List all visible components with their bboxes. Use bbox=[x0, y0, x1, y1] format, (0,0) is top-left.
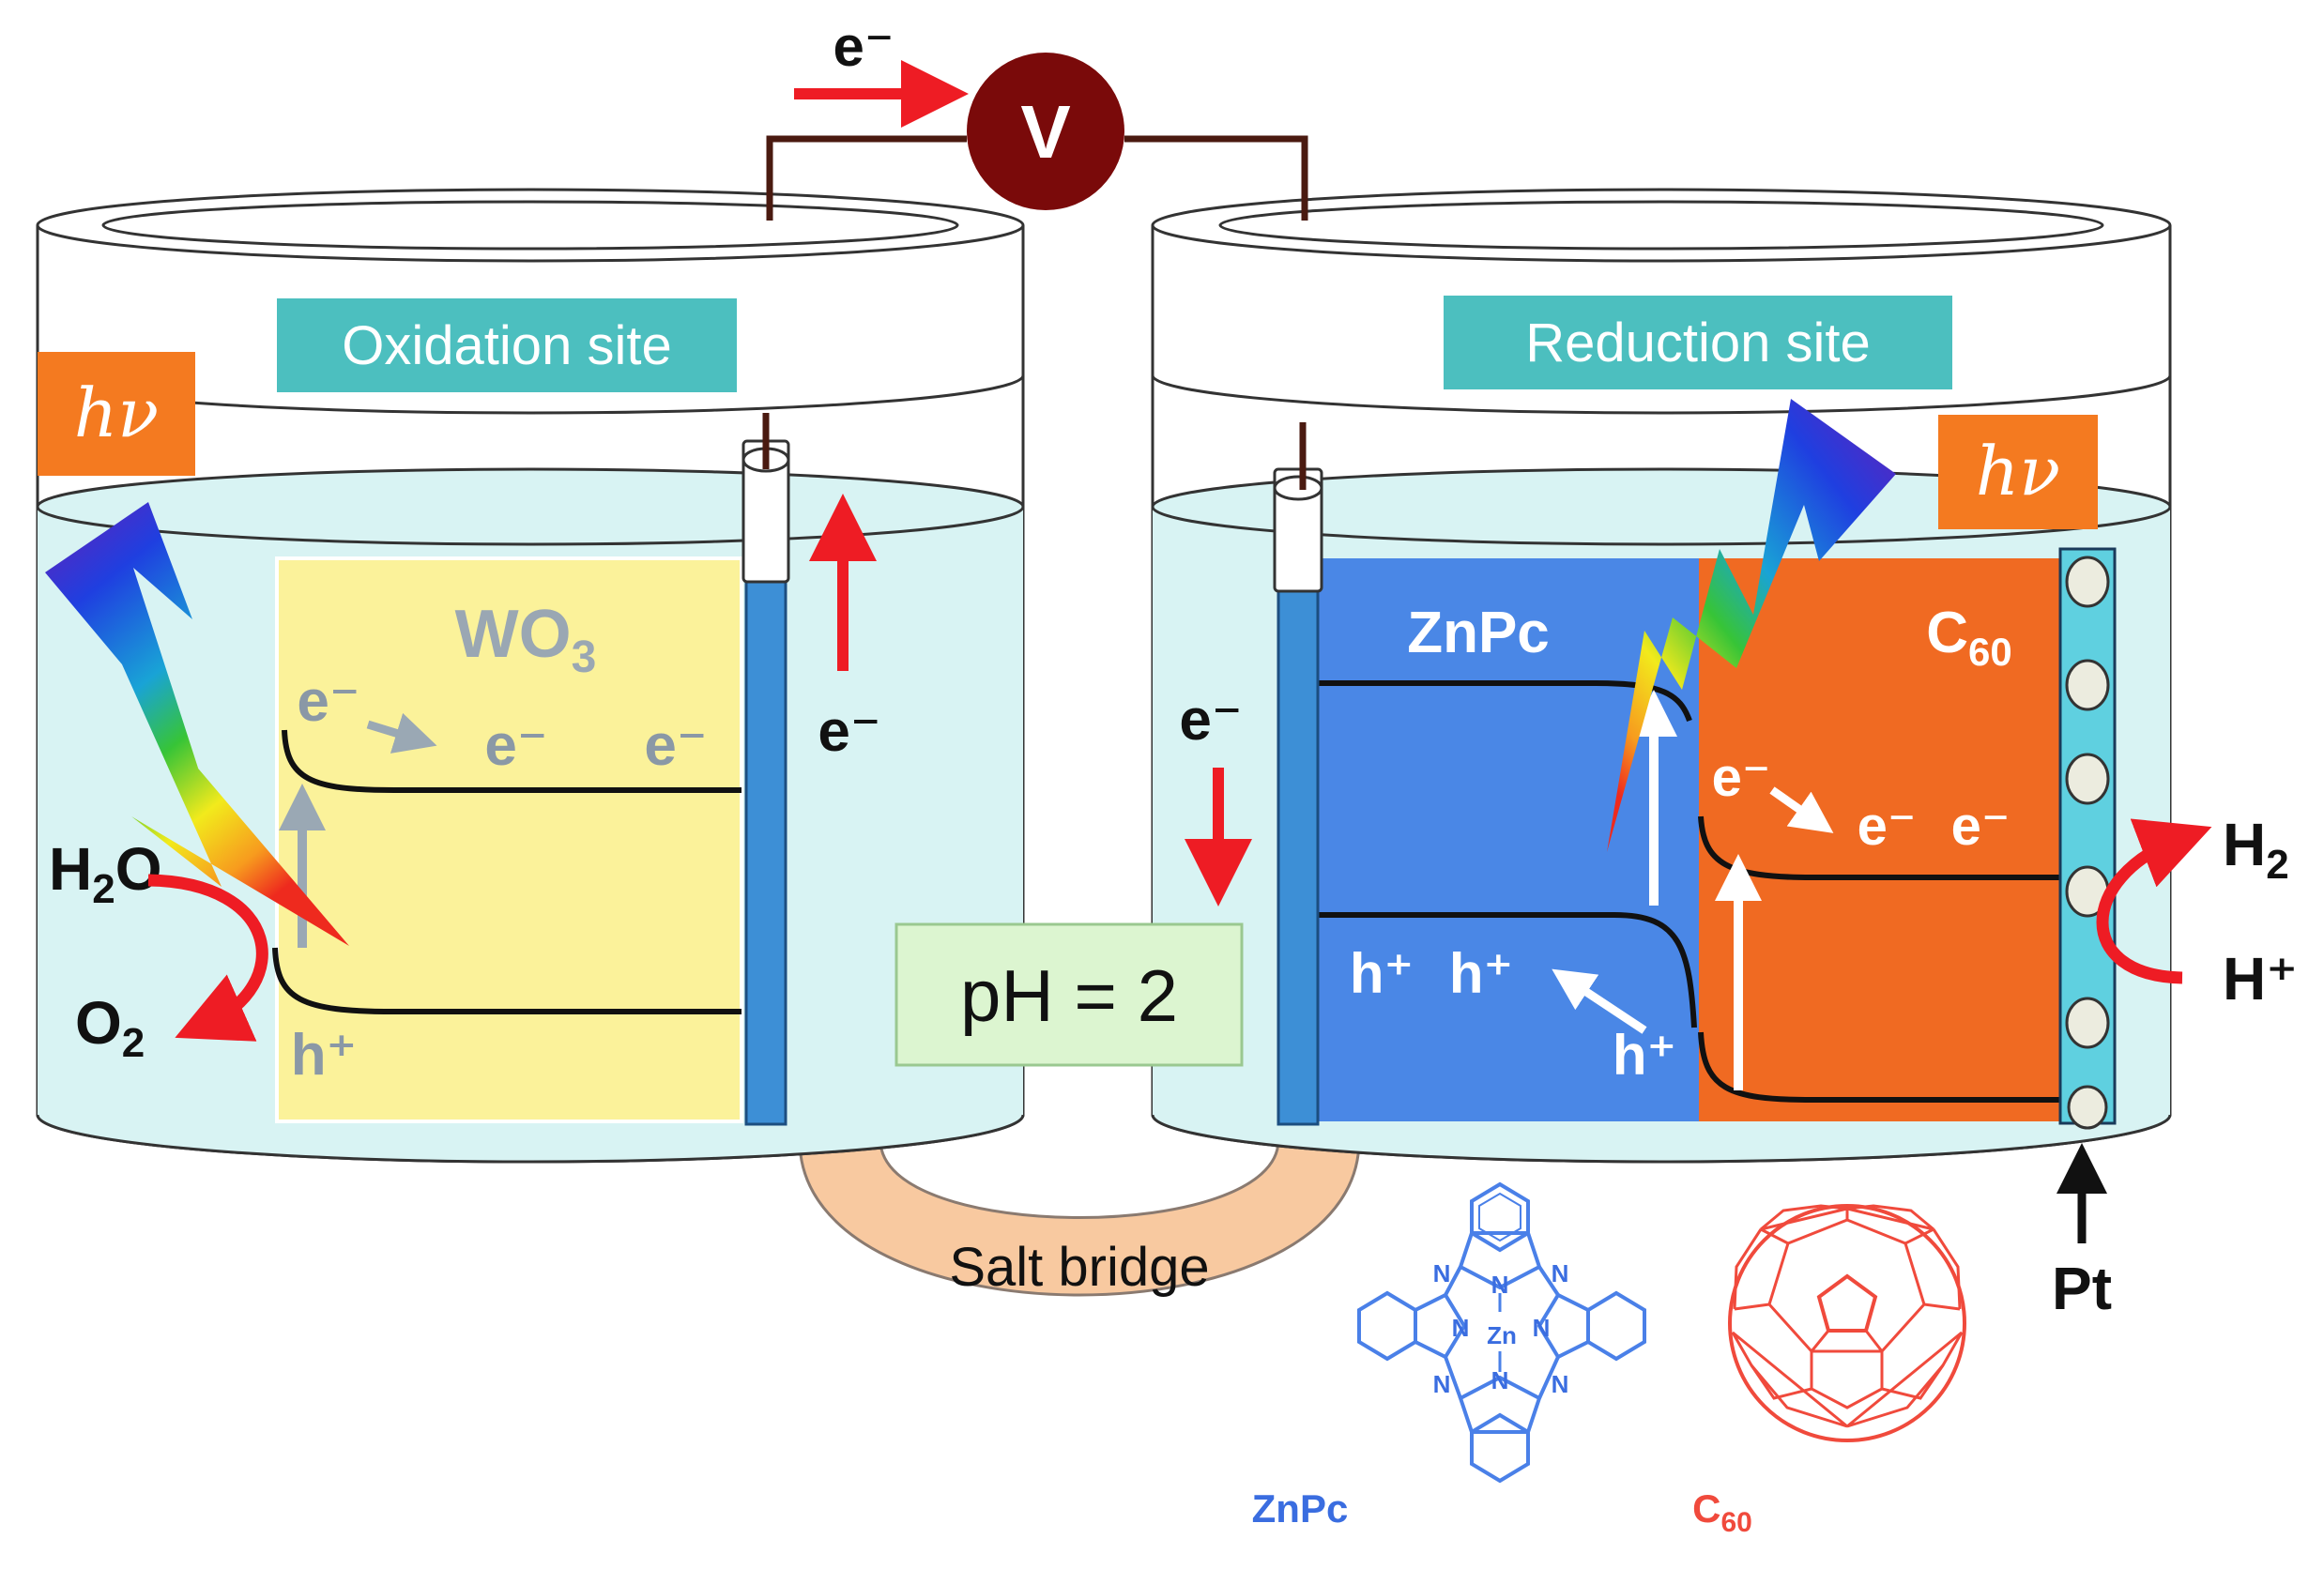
nitrogen-atom: N bbox=[1433, 1370, 1451, 1398]
c60-layer bbox=[1699, 558, 2060, 1121]
right-electrode bbox=[1277, 580, 1320, 1126]
c60-electron-1: e⁻ bbox=[1712, 747, 1771, 808]
oxidation-site-box bbox=[277, 298, 737, 392]
left-electrode-electron: e⁻ bbox=[818, 699, 880, 764]
wo3-electron-3: e⁻ bbox=[644, 713, 707, 778]
light-bolt-right bbox=[1607, 399, 1896, 852]
nitrogen-atom: N bbox=[1491, 1271, 1509, 1299]
hv-label-left: hν bbox=[74, 373, 159, 452]
hv-box-left bbox=[38, 352, 195, 476]
wo3-electron-transfer-arrow bbox=[366, 712, 437, 754]
wo3-electrode bbox=[275, 556, 743, 1123]
wo3-conduction-band bbox=[282, 729, 742, 793]
pt-particles bbox=[2065, 556, 2110, 1130]
nitrogen-atom: N bbox=[1552, 1259, 1569, 1287]
c60-structure bbox=[1728, 1204, 1966, 1442]
external-wire bbox=[766, 135, 967, 221]
pt-particle bbox=[2065, 556, 2110, 608]
salt-bridge-label: Salt bridge bbox=[949, 1237, 1209, 1298]
znpc-structure bbox=[1357, 1181, 1646, 1484]
znpc-atom-labels: N N N N N N N N Zn bbox=[1433, 1259, 1569, 1398]
ph-box bbox=[894, 922, 1244, 1067]
pt-particle bbox=[2065, 753, 2110, 805]
voltmeter-label: V bbox=[1020, 90, 1070, 174]
oxidation-site-label: Oxidation site bbox=[342, 315, 671, 376]
wo3-label: WO3 bbox=[455, 597, 597, 682]
c60-electron-3: e⁻ bbox=[1951, 796, 2011, 857]
znpc-hole-1: h⁺ bbox=[1350, 942, 1414, 1005]
proton-label: H⁺ bbox=[2223, 945, 2298, 1013]
right-electrode-electron: e⁻ bbox=[1179, 688, 1242, 753]
c60-electron-transfer-arrow bbox=[1769, 786, 1834, 833]
reduction-site-label: Reduction site bbox=[1525, 312, 1871, 373]
c60-electron-2: e⁻ bbox=[1858, 796, 1917, 857]
light-bolt-left bbox=[45, 502, 349, 946]
water-label: H2O bbox=[49, 835, 161, 912]
hydrogen-evolution-arrow bbox=[2096, 818, 2212, 984]
znpc-caption: ZnPc bbox=[1252, 1486, 1349, 1531]
right-electrode-tube bbox=[1273, 467, 1323, 593]
pt-label: Pt bbox=[2052, 1255, 2112, 1322]
electron-flow-label: e⁻ bbox=[833, 15, 894, 78]
nitrogen-atom: N bbox=[1433, 1259, 1451, 1287]
wo3-valence-band bbox=[272, 947, 742, 1014]
external-wire-right bbox=[1124, 135, 1308, 221]
hydrogen-label: H2 bbox=[2223, 811, 2289, 888]
c60-homo bbox=[1698, 1031, 2060, 1103]
pt-particle bbox=[2065, 659, 2110, 711]
nitrogen-atom: N bbox=[1452, 1314, 1470, 1342]
wo3-hole: h⁺ bbox=[291, 1023, 358, 1088]
hole-transfer-arrow bbox=[1552, 968, 1647, 1034]
oxygen-label: O2 bbox=[75, 989, 145, 1066]
wo3-electron-2: e⁻ bbox=[484, 713, 547, 778]
pt-particle bbox=[2067, 1085, 2108, 1130]
ph-label: pH = 2 bbox=[960, 954, 1178, 1037]
hv-label-right: hν bbox=[1976, 432, 2060, 510]
water-oxidation-arrow bbox=[147, 874, 268, 1042]
pt-particle bbox=[2065, 997, 2110, 1049]
znpc-homo bbox=[1319, 912, 1697, 1028]
wo3-electron-1: e⁻ bbox=[297, 669, 359, 734]
hv-box-right bbox=[1938, 415, 2098, 529]
salt-bridge bbox=[798, 1138, 1361, 1297]
nitrogen-atom: N bbox=[1491, 1366, 1509, 1394]
c60-label: C60 bbox=[1926, 601, 2012, 674]
znpc-label: ZnPc bbox=[1407, 601, 1550, 665]
nitrogen-atom: N bbox=[1552, 1370, 1569, 1398]
interface-hole: h⁺ bbox=[1613, 1024, 1676, 1087]
c60-caption: C60 bbox=[1692, 1486, 1752, 1538]
zinc-atom: Zn bbox=[1487, 1321, 1517, 1349]
reduction-site-box bbox=[1444, 296, 1952, 389]
voltmeter bbox=[967, 53, 1124, 210]
znpc-hole-2: h⁺ bbox=[1449, 942, 1513, 1005]
nitrogen-atom: N bbox=[1533, 1314, 1551, 1342]
